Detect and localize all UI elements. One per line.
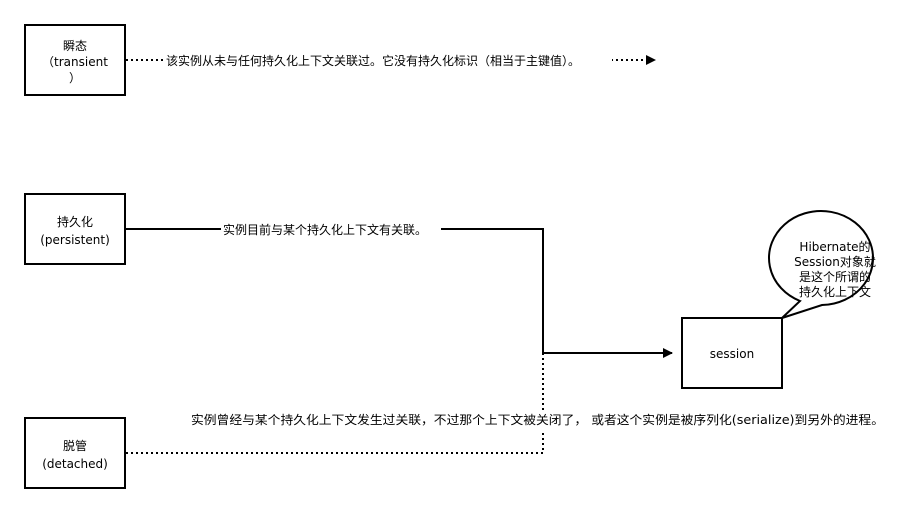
callout-line-2: Session对象就	[794, 255, 876, 269]
callout-line-1: Hibernate的	[799, 239, 870, 254]
callout-line-3: 是这个所谓的	[799, 269, 871, 284]
detached-edge-label: 实例曾经与某个持久化上下文发生过关联，不过那个上下文被关闭了， 或者这个实例是被…	[191, 412, 884, 427]
detached-edge	[126, 353, 544, 454]
detached-state-name: 脱管	[63, 438, 87, 453]
session-label: session	[710, 347, 754, 361]
session-box	[681, 317, 783, 389]
persistent-state-name: 持久化	[57, 214, 93, 229]
transient-edge-label: 该实例从未与任何持久化上下文关联过。它没有持久化标识（相当于主键值）。	[166, 53, 580, 68]
transient-state-name: 瞬态	[63, 39, 87, 53]
detached-state-paren: (detached)	[42, 457, 108, 471]
detached-edge-label-bg	[189, 410, 889, 430]
transient-edge-label-bg	[164, 51, 612, 69]
callout-bubble	[768, 210, 874, 319]
transient-state-paren-open: （transient	[42, 55, 108, 69]
transient-state-paren-close: ）	[69, 71, 81, 85]
detached-state-box	[24, 417, 126, 489]
transient-state-box	[24, 24, 126, 96]
persistent-edge-label: 实例目前与某个持久化上下文有关联。	[223, 222, 427, 237]
persistent-state-box	[24, 193, 126, 265]
persistent-edge	[126, 228, 673, 358]
persistent-edge-label-bg	[221, 221, 441, 238]
persistent-state-paren: (persistent)	[40, 233, 110, 247]
callout-line-4: 持久化上下文	[799, 284, 871, 299]
